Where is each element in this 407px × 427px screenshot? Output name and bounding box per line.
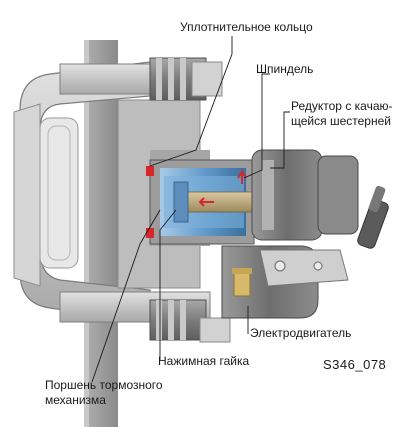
label-piston-line2: механизма [45,393,106,407]
figure-id: S346_078 [323,357,387,372]
label-piston: Поршень тормозного механизма [45,378,163,408]
connector-plug [357,185,389,249]
label-gearbox-line2: щейся шестерней [291,114,391,128]
brake-disc [84,40,118,427]
label-gearbox: Редуктор с качаю- щейся шестерней [291,99,393,129]
label-piston-line1: Поршень тормозного [45,378,163,392]
label-electric-motor: Электродвигатель [250,326,352,340]
label-gearbox-line1: Редуктор с качаю- [291,99,393,113]
gearbox [251,149,359,241]
guide-bolt-bottom [149,299,231,343]
label-spindle: Шпиндель [256,62,314,76]
electric-motor-body [221,245,349,319]
guide-bolt-top [149,57,223,101]
label-sealing-ring: Уплотнительное кольцо [180,20,313,34]
leader-lines [91,36,290,383]
piston-assembly [146,159,255,245]
label-thrust-nut: Нажимная гайка [158,354,250,368]
